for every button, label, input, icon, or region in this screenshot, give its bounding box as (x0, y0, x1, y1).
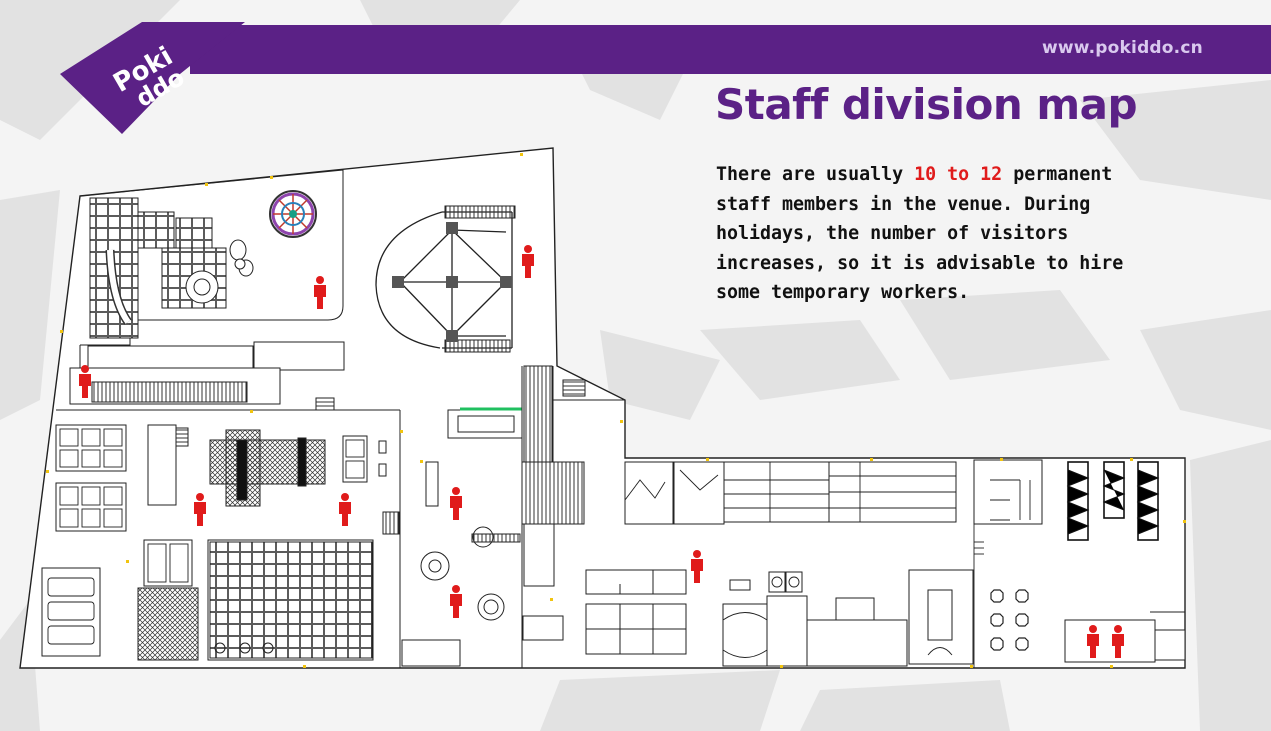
description-before: There are usually (716, 164, 915, 185)
staff-count-highlight: 10 to 12 (914, 164, 1003, 185)
website-url[interactable]: www.pokiddo.cn (1042, 38, 1203, 58)
pokiddo-logo: Poki ddo (60, 22, 245, 134)
page-title: Staff division map (715, 80, 1138, 129)
round-trampoline-icon (269, 190, 317, 238)
description-text: There are usually 10 to 12 permanent sta… (716, 160, 1136, 308)
description-after: permanent staff members in the venue. Du… (716, 164, 1124, 304)
header-banner (190, 25, 1271, 74)
